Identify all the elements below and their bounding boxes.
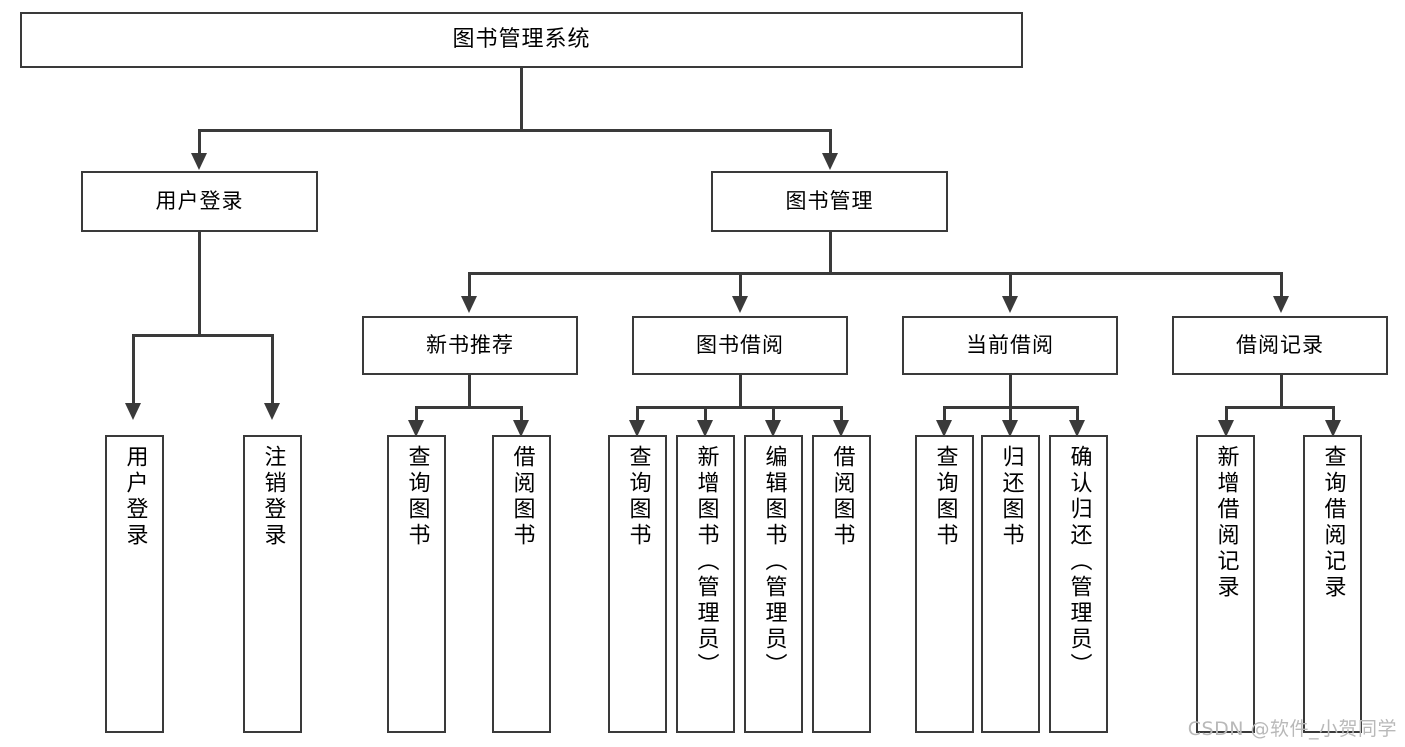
node-label: 用户登录 xyxy=(155,188,244,213)
node-book-borrow[interactable]: 图书借阅 xyxy=(632,316,848,375)
connector-borrow-record-stem xyxy=(1280,375,1283,408)
arrowhead-user-login-to-leaf-1 xyxy=(125,403,141,420)
connector-bb-to-leaf-2 xyxy=(704,406,707,424)
connector-bb-to-leaf-3 xyxy=(772,406,775,424)
connector-new-book-split-bar xyxy=(415,406,523,409)
node-label: 新书推荐 xyxy=(426,332,514,357)
connector-user-login-to-leaf-1 xyxy=(132,334,135,407)
leaf-book-borrow-query-book[interactable]: 查询图书 xyxy=(608,435,667,733)
arrowhead-root-to-user-login xyxy=(191,153,207,170)
node-label: 借阅图书 xyxy=(509,445,535,549)
connector-bb-to-leaf-4 xyxy=(840,406,843,424)
connector-cb-to-leaf-2 xyxy=(1009,406,1012,424)
node-label: 注销登录 xyxy=(260,445,286,549)
arrowhead-bm-to-book-borrow xyxy=(732,296,748,313)
connector-cb-to-leaf-1 xyxy=(943,406,946,424)
node-label: 借阅记录 xyxy=(1236,332,1324,357)
node-label: 新增借阅记录 xyxy=(1213,445,1239,601)
leaf-new-book-borrow-book[interactable]: 借阅图书 xyxy=(492,435,551,733)
arrowhead-bb-to-leaf-2 xyxy=(697,420,713,437)
node-label: 编辑图书（管理员） xyxy=(761,445,787,679)
connector-br-to-leaf-1 xyxy=(1225,406,1228,424)
leaf-book-borrow-borrow-book[interactable]: 借阅图书 xyxy=(812,435,871,733)
arrowhead-cb-to-leaf-1 xyxy=(936,420,952,437)
connector-user-login-to-leaf-2 xyxy=(271,334,274,407)
node-current-borrow[interactable]: 当前借阅 xyxy=(902,316,1118,375)
node-label: 查询图书 xyxy=(932,445,958,549)
connector-bm-to-new-book xyxy=(468,272,471,300)
node-label: 新增图书（管理员） xyxy=(693,445,719,679)
connector-user-login-split-bar xyxy=(132,334,274,337)
connector-bm-to-current-borrow xyxy=(1009,272,1012,300)
node-label: 借阅图书 xyxy=(829,445,855,549)
leaf-user-login-login[interactable]: 用户登录 xyxy=(105,435,164,733)
arrowhead-bm-to-borrow-record xyxy=(1273,296,1289,313)
connector-cb-to-leaf-3 xyxy=(1076,406,1079,424)
node-borrow-record[interactable]: 借阅记录 xyxy=(1172,316,1388,375)
node-label: 图书管理 xyxy=(785,188,874,213)
connector-root-to-user-login xyxy=(198,129,201,157)
connector-borrow-record-split-bar xyxy=(1225,406,1335,409)
connector-nb-to-leaf-2 xyxy=(520,406,523,424)
arrowhead-bm-to-new-book xyxy=(461,296,477,313)
node-label: 图书管理系统 xyxy=(452,26,591,52)
node-book-management[interactable]: 图书管理 xyxy=(711,171,948,232)
leaf-borrow-record-add-record[interactable]: 新增借阅记录 xyxy=(1196,435,1255,733)
arrowhead-cb-to-leaf-2 xyxy=(1002,420,1018,437)
leaf-user-login-logout[interactable]: 注销登录 xyxy=(243,435,302,733)
arrowhead-br-to-leaf-1 xyxy=(1218,420,1234,437)
arrowhead-bm-to-current-borrow xyxy=(1002,296,1018,313)
node-label: 查询借阅记录 xyxy=(1320,445,1346,601)
node-label: 图书借阅 xyxy=(696,332,784,357)
arrowhead-root-to-book-management xyxy=(822,153,838,170)
leaf-new-book-query-book[interactable]: 查询图书 xyxy=(387,435,446,733)
leaf-book-borrow-add-book-admin[interactable]: 新增图书（管理员） xyxy=(676,435,735,733)
connector-user-login-stem xyxy=(198,232,201,336)
node-new-book-recommend[interactable]: 新书推荐 xyxy=(362,316,578,375)
leaf-current-borrow-query-book[interactable]: 查询图书 xyxy=(915,435,974,733)
leaf-current-borrow-confirm-return-admin[interactable]: 确认归还（管理员） xyxy=(1049,435,1108,733)
connector-bm-to-borrow-record xyxy=(1280,272,1283,300)
node-root-book-management-system[interactable]: 图书管理系统 xyxy=(20,12,1023,68)
arrowhead-bb-to-leaf-1 xyxy=(629,420,645,437)
arrowhead-bb-to-leaf-4 xyxy=(833,420,849,437)
watermark-text: CSDN @软件_小贺同学 xyxy=(1187,718,1397,740)
connector-root-stem xyxy=(520,68,523,131)
connector-book-borrow-stem xyxy=(739,375,742,408)
node-label: 归还图书 xyxy=(998,445,1024,549)
leaf-current-borrow-return-book[interactable]: 归还图书 xyxy=(981,435,1040,733)
node-label: 确认归还（管理员） xyxy=(1066,445,1092,679)
node-label: 用户登录 xyxy=(122,445,148,549)
connector-br-to-leaf-2 xyxy=(1332,406,1335,424)
arrowhead-bb-to-leaf-3 xyxy=(765,420,781,437)
arrowhead-cb-to-leaf-3 xyxy=(1069,420,1085,437)
connector-root-to-book-management xyxy=(829,129,832,157)
node-user-login[interactable]: 用户登录 xyxy=(81,171,318,232)
arrowhead-nb-to-leaf-2 xyxy=(513,420,529,437)
connector-nb-to-leaf-1 xyxy=(415,406,418,424)
connector-bb-to-leaf-1 xyxy=(636,406,639,424)
connector-root-split-bar xyxy=(198,129,832,132)
connector-current-borrow-stem xyxy=(1009,375,1012,408)
connector-new-book-stem xyxy=(468,375,471,408)
arrowhead-user-login-to-leaf-2 xyxy=(264,403,280,420)
arrowhead-br-to-leaf-2 xyxy=(1325,420,1341,437)
node-label: 查询图书 xyxy=(625,445,651,549)
connector-book-management-split-bar xyxy=(468,272,1283,275)
connector-book-management-stem xyxy=(829,232,832,274)
arrowhead-nb-to-leaf-1 xyxy=(408,420,424,437)
connector-bm-to-book-borrow xyxy=(739,272,742,300)
leaf-borrow-record-query-record[interactable]: 查询借阅记录 xyxy=(1303,435,1362,733)
leaf-book-borrow-edit-book-admin[interactable]: 编辑图书（管理员） xyxy=(744,435,803,733)
node-label: 查询图书 xyxy=(404,445,430,549)
node-label: 当前借阅 xyxy=(966,332,1054,357)
connector-book-borrow-split-bar xyxy=(636,406,843,409)
